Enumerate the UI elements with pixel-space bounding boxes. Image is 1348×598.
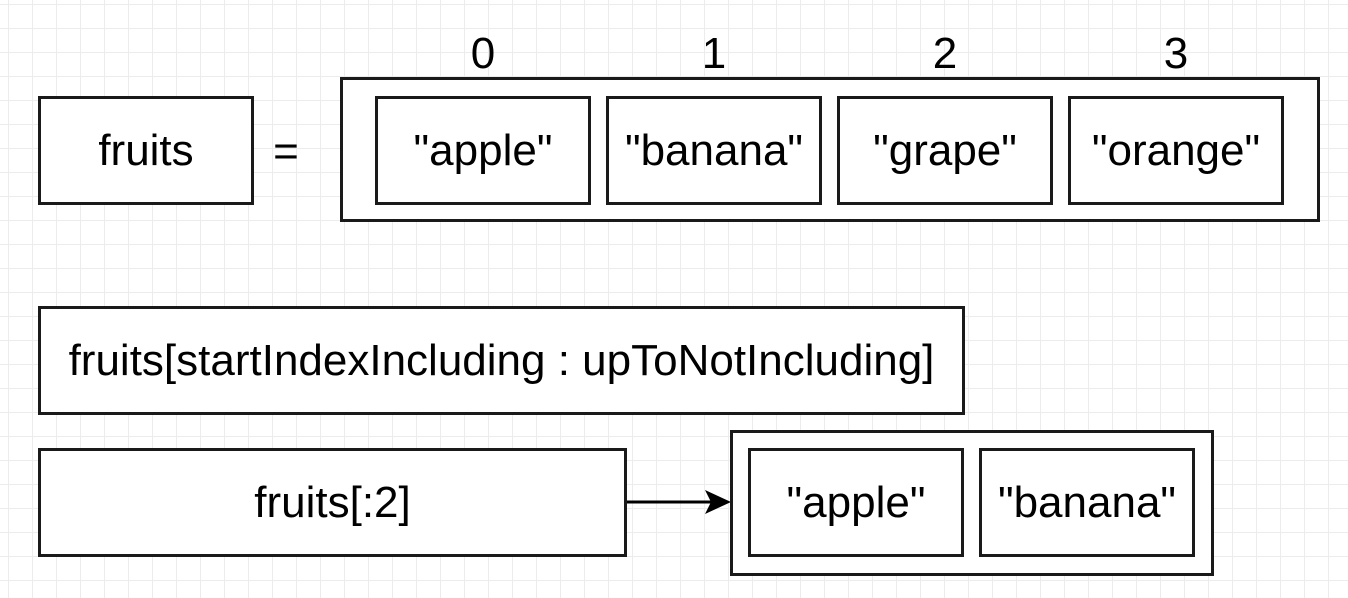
equals-sign: = bbox=[273, 127, 299, 176]
list-item-3: "orange" bbox=[1068, 96, 1284, 205]
index-label-2: 2 bbox=[932, 29, 958, 78]
slice-result-item-1-label: "banana" bbox=[997, 477, 1177, 527]
list-item-0: "apple" bbox=[375, 96, 591, 205]
list-item-2-label: "grape" bbox=[873, 125, 1017, 175]
list-item-3-label: "orange" bbox=[1091, 125, 1261, 175]
slice-syntax-box: fruits[startIndexIncluding : upToNotIncl… bbox=[38, 306, 965, 415]
variable-name-label: fruits bbox=[98, 125, 194, 175]
slice-result-item-1: "banana" bbox=[979, 448, 1195, 557]
slice-result-item-0: "apple" bbox=[748, 448, 964, 557]
slice-expression-box: fruits[:2] bbox=[38, 448, 627, 557]
index-label-1: 1 bbox=[701, 29, 727, 78]
index-label-0: 0 bbox=[470, 29, 496, 78]
slice-expression-label: fruits[:2] bbox=[254, 477, 411, 527]
list-item-1: "banana" bbox=[606, 96, 822, 205]
index-label-3: 3 bbox=[1163, 29, 1189, 78]
list-item-0-label: "apple" bbox=[413, 125, 553, 175]
list-item-2: "grape" bbox=[837, 96, 1053, 205]
slice-syntax-label: fruits[startIndexIncluding : upToNotIncl… bbox=[68, 335, 935, 385]
list-item-1-label: "banana" bbox=[624, 125, 804, 175]
variable-name-box: fruits bbox=[38, 96, 254, 205]
slice-result-item-0-label: "apple" bbox=[786, 477, 926, 527]
arrow-right-icon bbox=[627, 490, 731, 514]
